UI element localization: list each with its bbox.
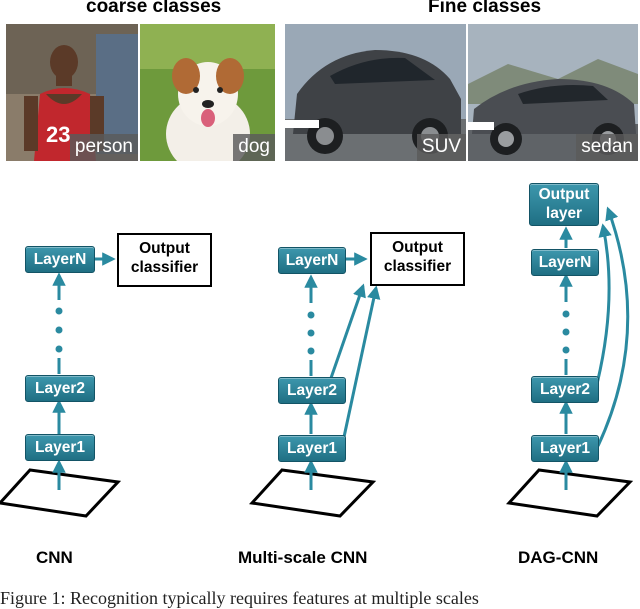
cnn-layerN-node: LayerN <box>25 246 95 273</box>
dag-layer2-node: Layer2 <box>531 376 599 403</box>
cnn-caption: CNN <box>36 548 73 567</box>
photo-label-dog: dog <box>233 134 275 161</box>
person-photo: 23 person <box>6 24 138 161</box>
cnn-dot <box>55 326 63 334</box>
dag-output-layer-node: Output layer <box>529 183 599 226</box>
ms-dot <box>307 311 315 319</box>
ms-caption: Multi-scale CNN <box>238 548 368 567</box>
ms-output-line1: Output <box>392 239 443 256</box>
cnn-dot <box>55 345 63 353</box>
ms-dot <box>307 329 315 337</box>
dag-dot <box>562 310 570 318</box>
fine-classes-heading: Fine classes <box>428 0 542 17</box>
ms-layerN-node: LayerN <box>278 247 346 274</box>
dag-layer1-node: Layer1 <box>531 435 599 462</box>
svg-text:23: 23 <box>46 122 70 147</box>
ms-arrow-layer2-output <box>329 283 366 379</box>
dog-photo-icon <box>140 24 275 161</box>
dag-arrow-layer1-output <box>596 206 630 447</box>
ms-layer1-node: Layer1 <box>278 435 346 462</box>
photo-label-sedan: sedan <box>576 134 638 161</box>
ms-output-classifier: Output classifier <box>370 232 465 286</box>
ms-layer2-node: Layer2 <box>278 377 346 404</box>
dag-dot <box>562 328 570 336</box>
cnn-layer2-node: Layer2 <box>25 375 95 402</box>
sedan-photo: sedan <box>468 24 638 161</box>
photo-label-suv: SUV <box>416 134 466 161</box>
cnn-output-classifier: Output classifier <box>117 233 212 287</box>
ms-arrow-layer1-output <box>342 285 381 438</box>
cnn-input-image <box>0 468 122 518</box>
dag-caption: DAG-CNN <box>518 548 599 567</box>
dag-output-line1: Output <box>538 186 590 203</box>
dag-input-image <box>505 468 634 518</box>
dag-arrow-layer2-output <box>594 223 612 389</box>
ms-output-line2: classifier <box>383 258 452 275</box>
sedan-car-photo-icon <box>468 24 638 161</box>
photo-label-person: person <box>69 134 138 161</box>
ms-input-image <box>248 468 377 518</box>
coarse-classes-heading: coarse classes <box>86 0 222 17</box>
suv-photo: SUV <box>285 24 466 161</box>
cnn-output-line1: Output <box>139 240 190 257</box>
dog-photo: dog <box>140 24 275 161</box>
ms-dot <box>307 347 315 355</box>
cnn-layer1-node: Layer1 <box>25 434 95 461</box>
cnn-dot <box>55 307 63 315</box>
dag-output-line2: layer <box>545 205 583 222</box>
dag-layerN-node: LayerN <box>531 249 599 276</box>
dag-dot <box>562 346 570 354</box>
figure-caption: Figure 1: Recognition typically requires… <box>0 588 479 608</box>
cnn-output-line2: classifier <box>130 259 199 276</box>
